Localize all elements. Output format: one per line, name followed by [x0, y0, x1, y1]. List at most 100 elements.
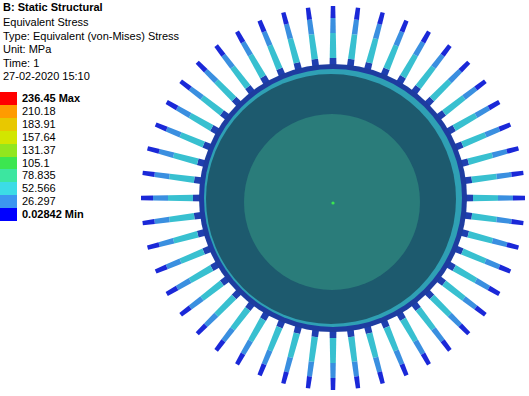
- blade-segment: [221, 327, 234, 342]
- blade-segment: [421, 31, 431, 44]
- blade-segment: [166, 286, 179, 296]
- blade-segment: [330, 363, 336, 378]
- legend-value: 183.91: [22, 118, 56, 131]
- turbine-blade: [378, 313, 409, 376]
- blade-segment: [142, 219, 155, 225]
- blade-segment: [248, 54, 266, 79]
- blade-segment: [179, 79, 191, 90]
- blade-segment: [400, 363, 409, 376]
- blade-segment: [400, 54, 418, 79]
- blade-segment: [155, 265, 168, 274]
- legend-swatch: [0, 208, 17, 221]
- blade-segment: [473, 195, 498, 202]
- blade-segment: [400, 20, 409, 33]
- blade-segment: [354, 376, 360, 389]
- blade-segment: [467, 153, 493, 165]
- blade-segment: [142, 171, 155, 177]
- blade-segment: [506, 146, 519, 154]
- blade-segment: [214, 339, 225, 351]
- blade-segment: [204, 69, 218, 83]
- turbine-blade: [147, 227, 212, 250]
- blade-segment: [189, 86, 204, 99]
- blade-segment: [159, 149, 175, 158]
- blade-segment: [513, 196, 525, 201]
- blade-segment: [373, 357, 382, 373]
- blade-segment: [459, 324, 471, 336]
- turbine-blade: [330, 6, 337, 72]
- blade-segment: [475, 278, 491, 290]
- blade-segment: [147, 242, 160, 250]
- blade-segment: [241, 41, 253, 57]
- blade-segment: [179, 306, 191, 317]
- blade-segment: [154, 172, 170, 179]
- blade-segment: [461, 249, 486, 264]
- blade-segment: [400, 318, 418, 343]
- turbine-blade: [147, 146, 212, 169]
- blade-segment: [377, 371, 385, 384]
- blade-segment: [258, 363, 267, 376]
- blade-segment: [430, 79, 452, 101]
- blade-segment: [492, 238, 508, 247]
- blade-segment: [384, 326, 399, 351]
- blade-segment: [241, 340, 253, 356]
- blade-segment: [284, 357, 293, 373]
- blade-segment: [262, 349, 273, 365]
- blade-segment: [430, 295, 452, 317]
- blade-segment: [214, 295, 236, 317]
- blade-segment: [366, 332, 378, 358]
- turbine-blade: [142, 211, 208, 225]
- blade-segment: [492, 149, 508, 158]
- blade-segment: [330, 338, 337, 363]
- rim-band: [204, 69, 462, 327]
- blade-segment: [348, 34, 357, 60]
- turbine-blade: [458, 211, 524, 225]
- blade-segment: [267, 326, 282, 351]
- legend-swatch: [0, 92, 17, 105]
- blade-segment: [471, 174, 497, 183]
- blade-segment: [488, 286, 501, 296]
- blade-segment: [166, 127, 182, 138]
- blade-segment: [189, 113, 214, 131]
- blade-segment: [180, 132, 205, 147]
- blade-segment: [258, 20, 267, 33]
- blade-segment: [461, 132, 486, 147]
- blade-segment: [267, 45, 282, 70]
- blade-segment: [475, 106, 491, 118]
- turbine-blade: [142, 171, 208, 185]
- blade-segment: [498, 265, 511, 274]
- blade-segment: [306, 7, 312, 20]
- info-label: Time: 1: [3, 57, 39, 70]
- legend-swatch: [0, 182, 17, 195]
- blade-segment: [511, 219, 523, 225]
- blade-segment: [196, 324, 208, 336]
- blade-segment: [200, 281, 224, 301]
- blade-segment: [330, 18, 336, 33]
- blade-segment: [498, 195, 513, 201]
- blade-segment: [153, 195, 168, 201]
- result-title: B: Static Structural: [3, 1, 103, 14]
- legend-value: 105.1: [22, 157, 50, 170]
- blade-segment: [442, 95, 466, 115]
- blade-segment: [462, 296, 477, 309]
- blade-segment: [352, 19, 359, 35]
- blade-segment: [230, 65, 250, 89]
- blade-segment: [281, 371, 289, 384]
- blade-segment: [307, 19, 314, 35]
- blade-segment: [373, 24, 382, 40]
- legend-swatch: [0, 105, 17, 118]
- blade-segment: [366, 38, 378, 64]
- turbine-blade: [306, 323, 320, 389]
- turbine-blade: [458, 171, 524, 185]
- info-label: Unit: MPa: [3, 43, 51, 56]
- blade-segment: [506, 242, 519, 250]
- turbine-blade: [362, 319, 385, 384]
- blade-segment: [306, 376, 312, 389]
- blade-segment: [166, 100, 179, 110]
- disk-rim: [199, 64, 467, 332]
- blade-segment: [416, 307, 436, 331]
- blade-segment: [448, 69, 462, 83]
- blade-segment: [309, 336, 318, 362]
- blade-segment: [262, 31, 273, 47]
- blade-segment: [159, 238, 175, 247]
